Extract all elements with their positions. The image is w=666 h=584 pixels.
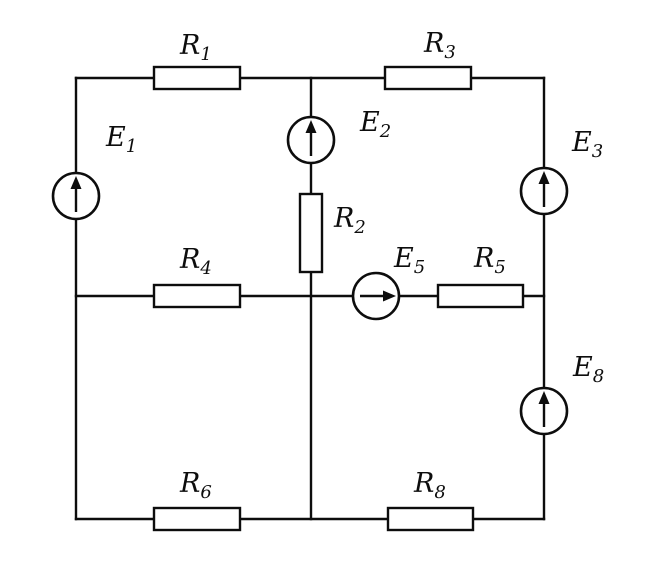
label-e8: E8 (572, 352, 604, 387)
resistor-r4: R4 (152, 244, 242, 309)
resistor-r5: R5 (436, 243, 525, 309)
resistor-r1: R1 (152, 30, 242, 91)
source-e8: E8 (519, 352, 604, 436)
resistor-r3-body (383, 65, 473, 91)
resistor-r4-body (152, 283, 242, 309)
label-e5: E5 (393, 243, 425, 278)
label-e3: E3 (571, 127, 603, 162)
label-r2: R2 (333, 203, 366, 238)
arrow-right-icon (360, 290, 396, 302)
label-r4: R4 (179, 244, 212, 279)
arrow-up-icon (538, 171, 550, 207)
source-e1: E1 (51, 122, 137, 221)
resistor-r6: R6 (152, 468, 242, 532)
arrow-up-icon (538, 391, 550, 427)
label-e2: E2 (359, 107, 391, 142)
resistor-r3: R3 (383, 28, 473, 91)
source-e5: E5 (351, 243, 425, 321)
resistor-r2: R2 (298, 192, 366, 274)
resistor-r1-body (152, 65, 242, 91)
label-r6: R6 (179, 468, 212, 503)
label-e1: E1 (105, 122, 137, 157)
resistor-r8-body (386, 506, 475, 532)
label-r3: R3 (423, 28, 456, 63)
resistor-r5-body (436, 283, 525, 309)
arrow-up-icon (305, 120, 317, 156)
resistor-r2-body (298, 192, 324, 274)
label-r1: R1 (179, 30, 212, 65)
label-r5: R5 (473, 243, 506, 278)
resistor-r6-body (152, 506, 242, 532)
source-e2: E2 (286, 107, 391, 165)
resistor-r8: R8 (386, 468, 475, 532)
label-r8: R8 (413, 468, 446, 503)
arrow-up-icon (70, 176, 82, 212)
source-e3: E3 (519, 127, 603, 216)
